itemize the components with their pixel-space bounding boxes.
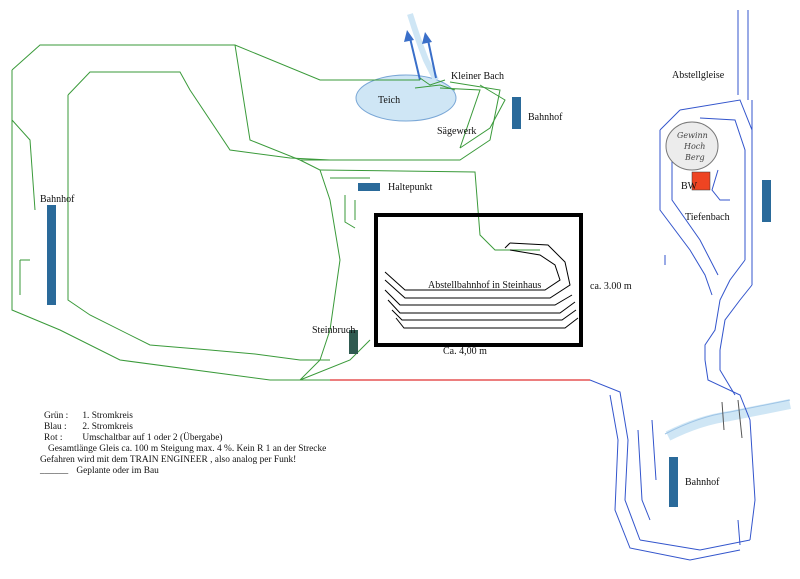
creek-bottom-right-edge — [664, 399, 791, 435]
label-haltepunkt: Haltepunkt — [388, 182, 433, 193]
legend-val-blau: 2. Stromkreis — [82, 422, 133, 432]
label-abstellbahnhof: Abstellbahnhof in Steinhaus — [428, 280, 541, 291]
label-gewinn: Gewinn — [677, 131, 708, 140]
creek-arrow-1 — [409, 37, 421, 81]
label-hoch: Hoch — [683, 142, 705, 151]
bahnhof-right-station — [762, 180, 771, 222]
legend-key-geplant: ______ — [40, 466, 69, 476]
legend-key-gruen: Grün : — [44, 411, 69, 421]
legend-key-blau: Blau : — [44, 422, 67, 432]
haltepunkt-station — [358, 183, 380, 191]
bahnhof-top-station — [512, 97, 521, 129]
blue-track-network — [589, 10, 756, 561]
label-abstellgleise: Abstellgleise — [672, 70, 725, 81]
label-bahnhof-left: Bahnhof — [40, 194, 75, 205]
label-berg: Berg — [684, 153, 705, 162]
label-kleiner-bach: Kleiner Bach — [451, 71, 504, 82]
legend-gefahren: Gefahren wird mit dem TRAIN ENGINEER , a… — [40, 455, 297, 465]
label-ca-300: ca. 3.00 m — [590, 281, 632, 292]
label-bw: BW — [681, 181, 698, 192]
creek-bottom-right — [665, 399, 791, 441]
legend-row-gesamt: Gesamtlänge Gleis ca. 100 m Steigung max… — [44, 444, 326, 455]
legend: Grün : 1. Stromkreis Blau : 2. Stromkrei… — [40, 411, 326, 477]
legend-val-rot: Umschaltbar auf 1 oder 2 (Übergabe) — [82, 433, 223, 443]
creek-arrow-2 — [427, 39, 437, 79]
label-steinbruch: Steinbruch — [312, 325, 355, 336]
legend-val-geplant: Geplante oder im Bau — [76, 466, 159, 476]
bahnhof-left-station — [47, 205, 56, 305]
green-track-network — [11, 44, 540, 381]
legend-row-gefahren: Gefahren wird mit dem TRAIN ENGINEER , a… — [40, 455, 326, 466]
label-bahnhof-top: Bahnhof — [528, 112, 563, 123]
legend-gesamt: Gesamtlänge Gleis ca. 100 m Steigung max… — [48, 444, 327, 454]
bahnhof-bottom-station — [669, 457, 678, 507]
pond-teich — [355, 74, 457, 122]
bridge-marks — [721, 399, 743, 439]
steinbruch-block — [349, 330, 358, 354]
creek-top — [407, 13, 439, 82]
legend-val-gruen: 1. Stromkreis — [82, 411, 133, 421]
label-saegewerk: Sägewerk — [437, 126, 476, 137]
label-tiefenbach: Tiefenbach — [685, 212, 730, 223]
legend-row-gruen: Grün : 1. Stromkreis — [44, 411, 326, 422]
legend-key-rot: Rot : — [44, 433, 63, 443]
label-ca-400: Ca. 4,00 m — [443, 346, 487, 357]
staging-yard-tracks — [384, 242, 579, 329]
label-bahnhof-bottom: Bahnhof — [685, 477, 720, 488]
label-teich: Teich — [378, 95, 400, 106]
gewinn-hoch-berg-circle — [665, 121, 719, 171]
legend-row-geplant: ______ Geplante oder im Bau — [40, 466, 326, 477]
legend-row-blau: Blau : 2. Stromkreis — [44, 422, 326, 433]
arrow-head-2-icon — [422, 32, 432, 44]
abstellbahnhof-frame — [374, 213, 583, 347]
arrow-head-1-icon — [404, 30, 414, 42]
bw-block — [691, 171, 711, 191]
legend-row-rot: Rot : Umschaltbar auf 1 oder 2 (Übergabe… — [44, 433, 326, 444]
